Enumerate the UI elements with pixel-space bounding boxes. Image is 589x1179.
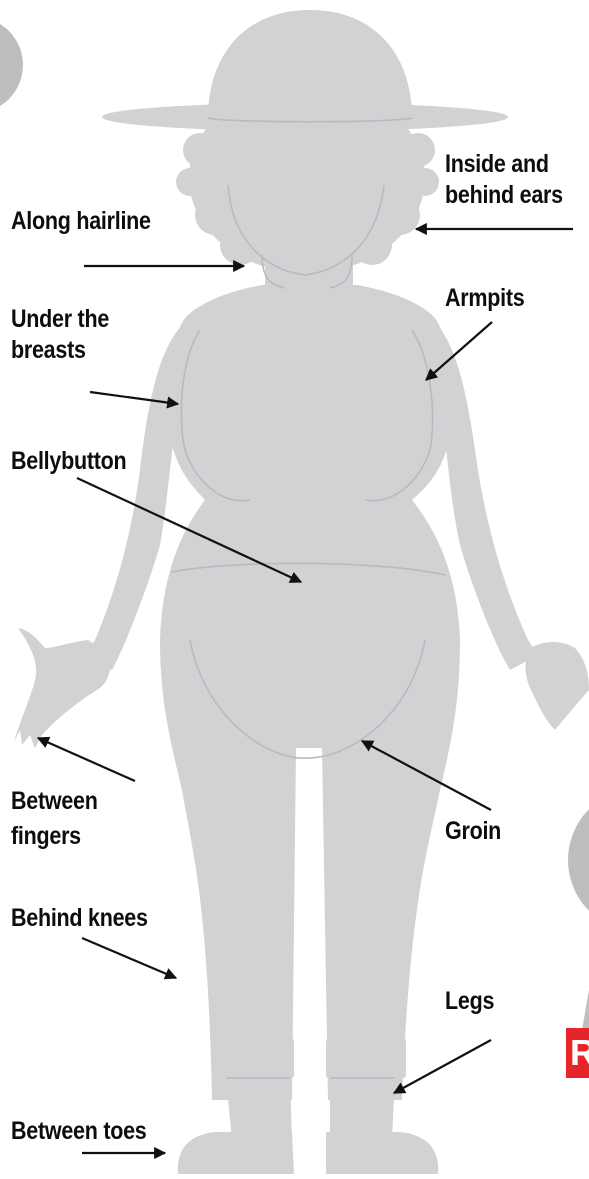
label-inside-ears-line2: behind ears bbox=[445, 181, 563, 210]
left-cuff bbox=[214, 1038, 294, 1078]
label-between-fingers-line1: Between bbox=[11, 787, 98, 816]
label-behind-knees: Behind knees bbox=[11, 904, 148, 933]
edge-circle-right bbox=[568, 788, 589, 932]
right-foot bbox=[326, 1132, 438, 1174]
right-cuff bbox=[326, 1038, 406, 1078]
label-armpits: Armpits bbox=[445, 284, 524, 313]
label-under-breasts-line2: breasts bbox=[11, 336, 86, 365]
label-between-fingers-line2: fingers bbox=[11, 822, 81, 851]
label-between-toes: Between toes bbox=[11, 1117, 147, 1146]
arrow-knees bbox=[82, 938, 176, 978]
left-hand bbox=[14, 628, 111, 748]
label-bellybutton: Bellybutton bbox=[11, 447, 126, 476]
head bbox=[189, 83, 425, 273]
left-boot bbox=[226, 1078, 292, 1140]
label-inside-ears-line1: Inside and bbox=[445, 150, 549, 179]
label-legs: Legs bbox=[445, 987, 494, 1016]
label-groin: Groin bbox=[445, 817, 501, 846]
right-hand bbox=[526, 642, 589, 730]
right-boot bbox=[330, 1078, 395, 1140]
arrow-legs bbox=[394, 1040, 491, 1093]
label-under-breasts-line1: Under the bbox=[11, 305, 109, 334]
edge-circle-top-left bbox=[0, 17, 23, 113]
arrow-fingers bbox=[38, 738, 135, 781]
red-badge: R bbox=[566, 1028, 589, 1078]
left-foot bbox=[178, 1132, 294, 1174]
torso bbox=[160, 285, 460, 1100]
label-along-hairline: Along hairline bbox=[11, 207, 151, 236]
edge-stub-right bbox=[582, 990, 589, 1030]
